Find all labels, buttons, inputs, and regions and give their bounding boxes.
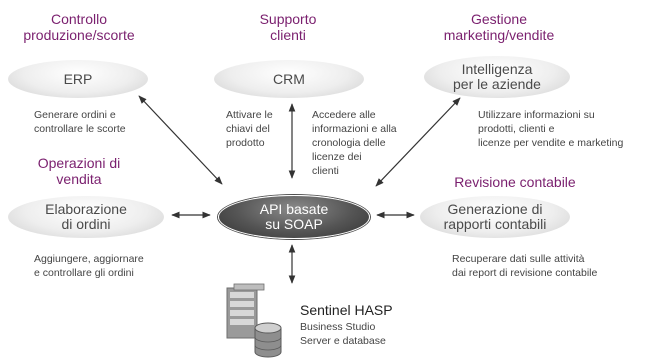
desc-crm-right: Accedere alle informazioni e alla cronol… [312, 108, 412, 178]
database-icon [254, 322, 282, 358]
oval-crm: CRM [214, 60, 364, 98]
oval-intelligenza: Intelligenza per le aziende [424, 56, 570, 98]
desc-crm-left-line2: chiavi del [226, 123, 270, 135]
server-subtitle-line2: Server e database [300, 335, 386, 347]
heading-supporto-line1: Supporto [259, 11, 317, 27]
desc-intelligenza-line1: Utilizzare informazioni su [478, 109, 595, 121]
desc-generazione-line2: dai report di revisione contabile [452, 267, 598, 279]
heading-operazioni-line1: Operazioni di [37, 155, 121, 171]
heading-operazioni: Operazioni di vendita [4, 155, 154, 187]
desc-elaborazione: Aggiungere, aggiornare e controllare gli… [34, 252, 184, 280]
arrow-erp-api [138, 95, 223, 185]
oval-generazione-line2: rapporti contabili [443, 216, 547, 232]
desc-crm-right-line3: cronologia delle [312, 137, 386, 149]
oval-erp: ERP [8, 60, 148, 98]
oval-api-line2: su SOAP [265, 216, 323, 232]
desc-elaborazione-line1: Aggiungere, aggiornare [34, 253, 144, 265]
server-title: Sentinel HASP [300, 302, 393, 318]
heading-controllo-line1: Controllo [50, 11, 108, 27]
desc-intelligenza-line2: prodotti, clienti e [478, 123, 555, 135]
heading-controllo: Controllo produzione/scorte [0, 11, 158, 43]
desc-generazione-line1: Recuperare dati sulle attività [452, 253, 585, 265]
oval-generazione: Generazione di rapporti contabili [420, 196, 570, 238]
oval-elaborazione-line2: di ordini [61, 216, 111, 232]
server-subtitle: Business Studio Server e database [300, 320, 440, 348]
oval-intelligenza-line1: Intelligenza [461, 61, 533, 77]
desc-erp-line1: Generare ordini e [34, 109, 116, 121]
oval-intelligenza-line2: per le aziende [453, 76, 541, 92]
desc-intelligenza: Utilizzare informazioni su prodotti, cli… [478, 108, 650, 150]
oval-api-line1: API basate [259, 201, 329, 217]
desc-crm-right-line1: Accedere alle [312, 109, 376, 121]
desc-crm-right-line5: clienti [312, 165, 339, 177]
oval-generazione-line1: Generazione di [447, 201, 543, 217]
oval-erp-label: ERP [63, 70, 93, 87]
arrow-intelligenza-api [375, 97, 461, 187]
heading-controllo-line2: produzione/scorte [23, 27, 135, 43]
heading-supporto-line2: clienti [270, 27, 306, 43]
desc-crm-right-line4: licenze dei [312, 151, 362, 163]
heading-supporto: Supporto clienti [226, 11, 350, 43]
oval-elaborazione: Elaborazione di ordini [8, 196, 164, 238]
desc-crm-left-line1: Attivare le [226, 109, 273, 121]
heading-gestione-line1: Gestione [470, 11, 528, 27]
desc-crm-left-line3: prodotto [226, 137, 265, 149]
oval-elaborazione-line1: Elaborazione [45, 201, 127, 217]
oval-api: API basate su SOAP [218, 195, 370, 239]
server-subtitle-line1: Business Studio [300, 321, 376, 333]
desc-elaborazione-line2: e controllare gli ordini [34, 267, 134, 279]
desc-crm-right-line2: informazioni e alla [312, 123, 397, 135]
desc-crm-left: Attivare le chiavi del prodotto [226, 108, 288, 150]
heading-gestione: Gestione marketing/vendite [414, 11, 584, 43]
desc-erp-line2: controllare le scorte [34, 123, 126, 135]
server-icon [226, 283, 265, 339]
desc-generazione: Recuperare dati sulle attività dai repor… [452, 252, 648, 280]
heading-revisione: Revisione contabile [454, 174, 576, 190]
oval-crm-label: CRM [273, 70, 305, 87]
desc-erp: Generare ordini e controllare le scorte [34, 108, 164, 136]
heading-operazioni-line2: vendita [56, 171, 102, 187]
desc-intelligenza-line3: licenze per vendite e marketing [478, 137, 624, 149]
heading-gestione-line2: marketing/vendite [443, 27, 555, 43]
